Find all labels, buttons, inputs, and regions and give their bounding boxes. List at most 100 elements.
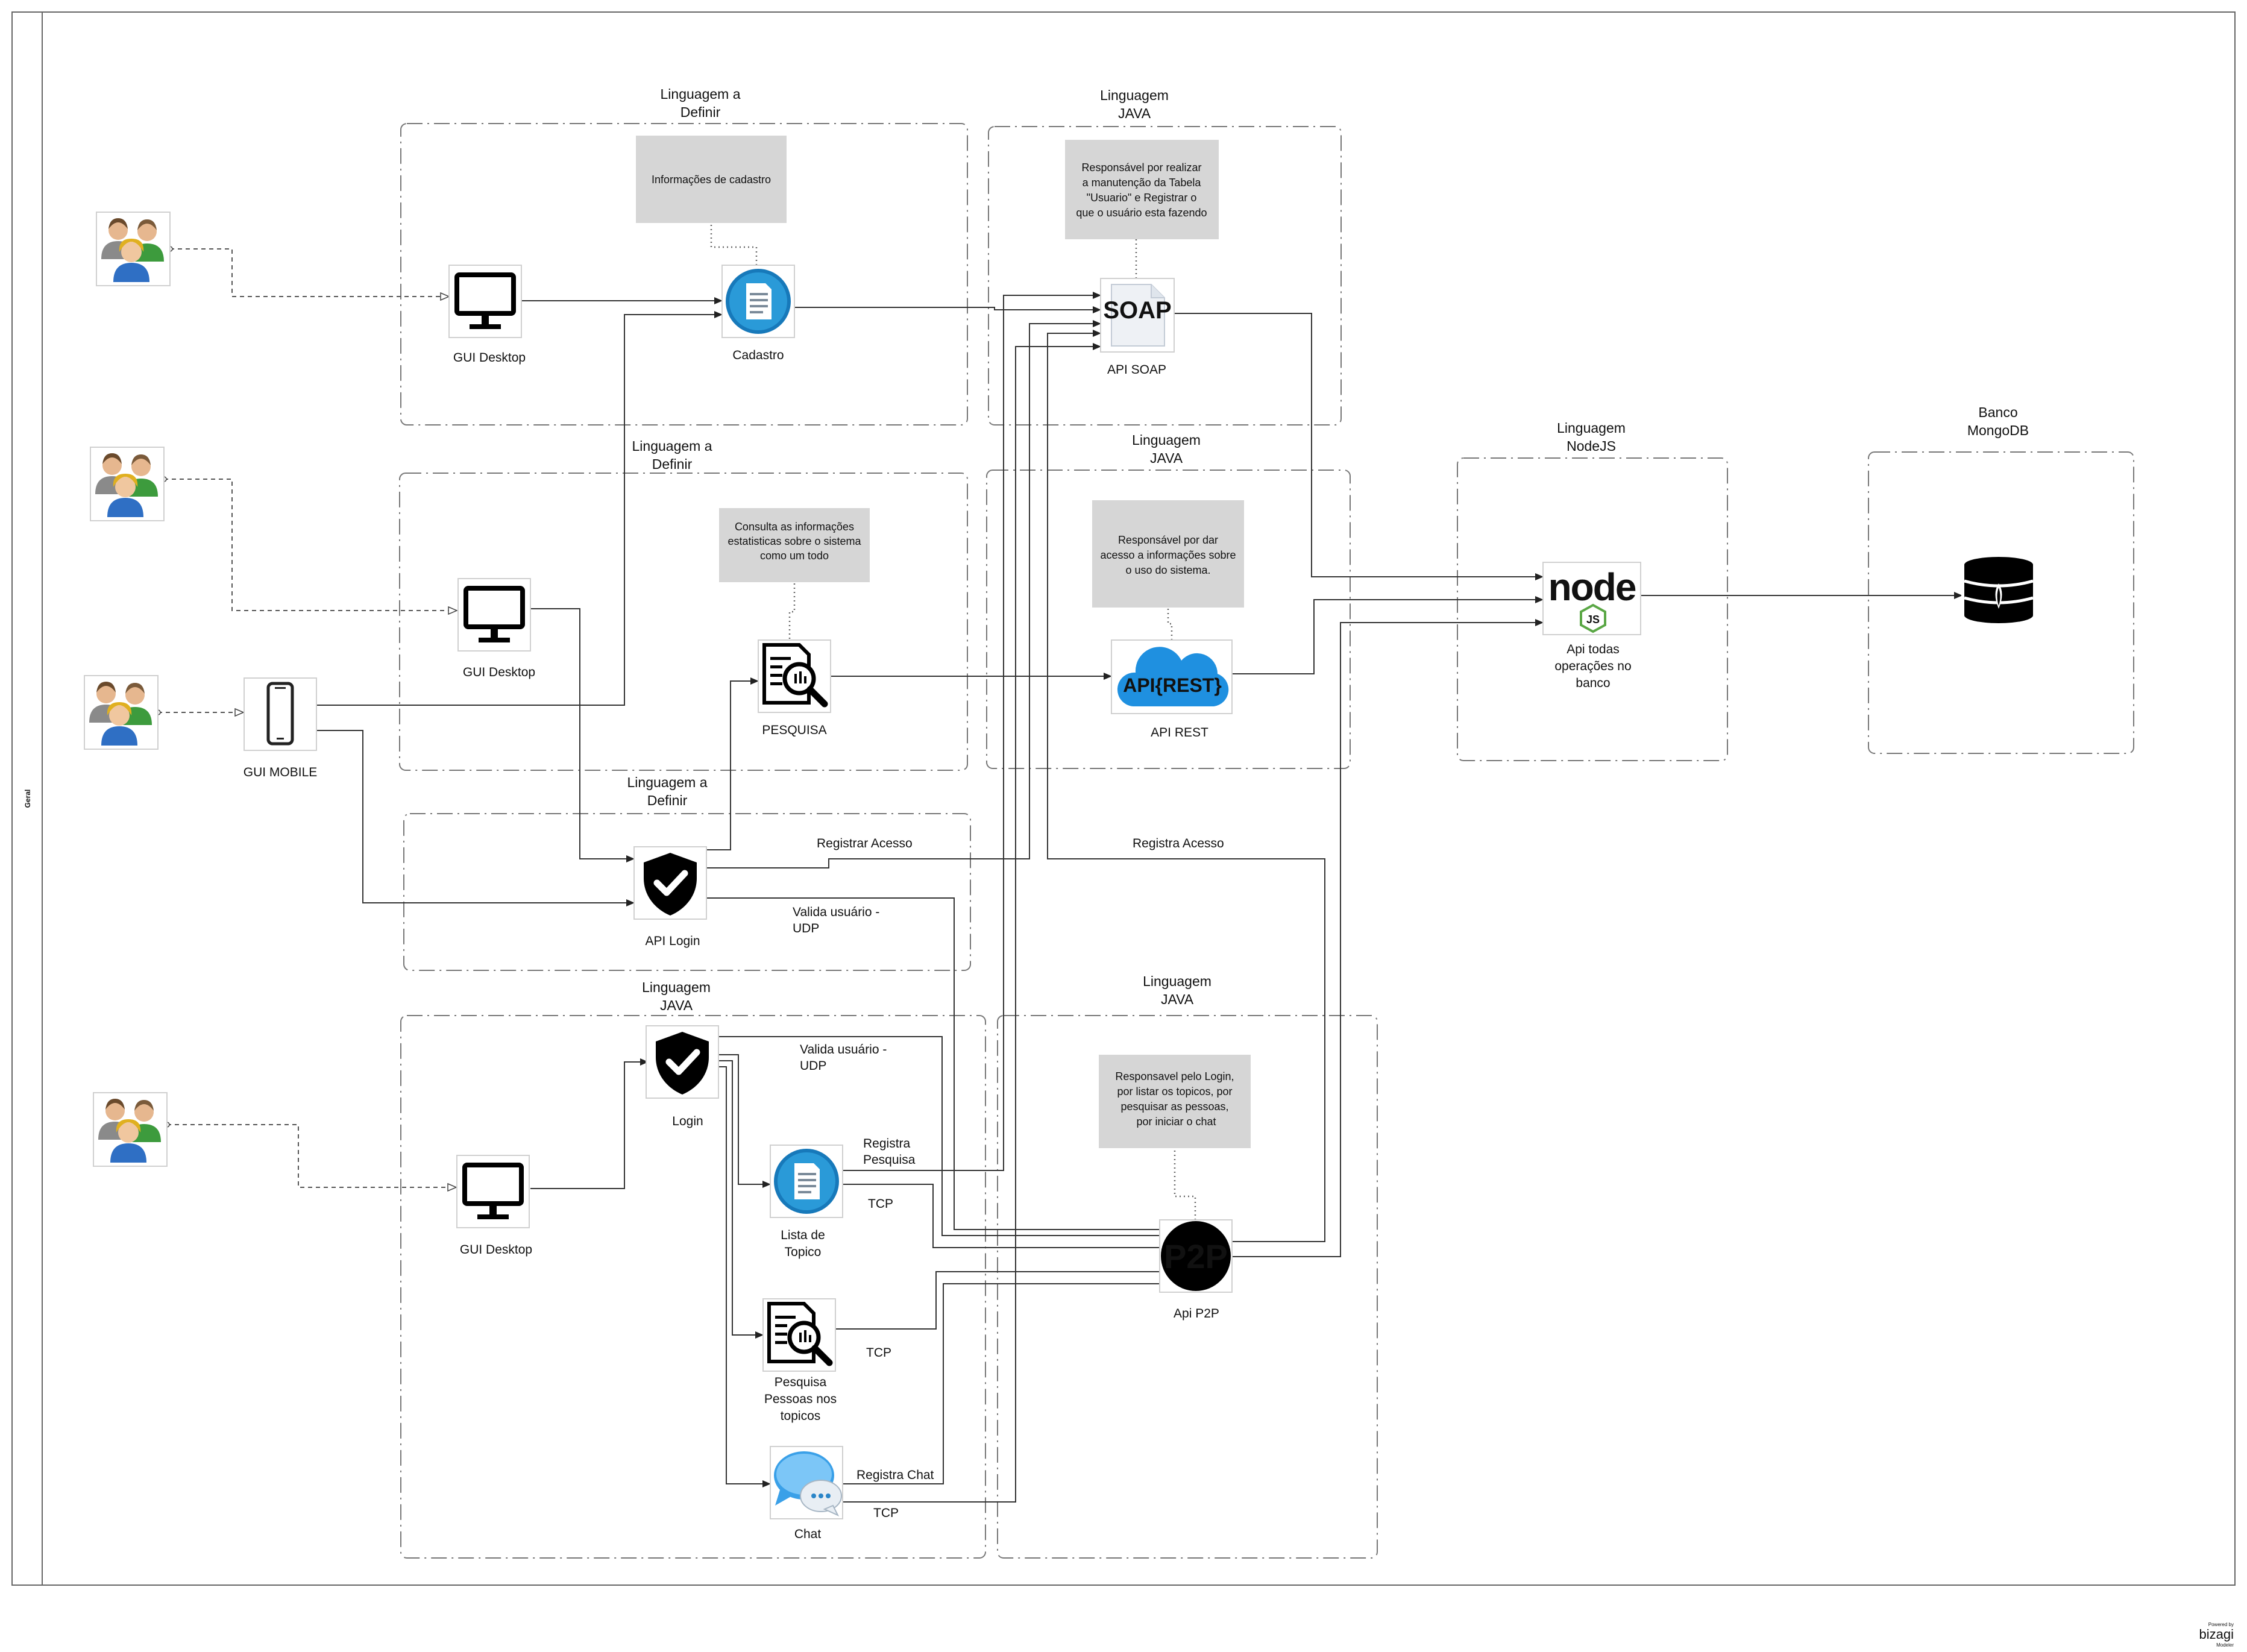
svg-text:node: node (1548, 565, 1636, 609)
flow-login-lista (717, 1054, 771, 1188)
smartphone-icon[interactable] (244, 677, 317, 751)
users-group-icon (90, 447, 165, 521)
svg-text:P2P: P2P (1164, 1237, 1228, 1275)
bizagi-watermark: Powered by bizagi Modeler (2199, 1622, 2234, 1648)
flow-lista-soap (843, 292, 1101, 1171)
label-api-soap: API SOAP (1107, 363, 1166, 377)
p2p-badge-icon[interactable]: P2P (1159, 1219, 1233, 1293)
users-group-icon (93, 1092, 168, 1167)
label-gui-mobile: GUI MOBILE (244, 765, 318, 779)
edge-label-valida-udp-2: Valida usuário -UDP (800, 1043, 887, 1073)
edge-label-tcp-2: TCP (866, 1346, 891, 1360)
chat-bubbles-icon[interactable] (770, 1446, 843, 1519)
monitor-icon[interactable] (458, 579, 530, 651)
label-api-rest: API REST (1151, 726, 1208, 740)
svg-text:JS: JS (1586, 614, 1600, 626)
monitor-icon[interactable] (449, 265, 521, 338)
svg-text:SOAP: SOAP (1103, 297, 1171, 324)
note-p2p-box (1099, 1055, 1251, 1148)
flow-pesquisa-pessoas-p2p (835, 1268, 1171, 1330)
monitor-icon[interactable] (457, 1155, 529, 1228)
users-group-icon (84, 675, 159, 750)
users-group-icon (96, 212, 171, 286)
note-p2p: Responsavel pelo Login,por listar os top… (1115, 1070, 1234, 1128)
search-document-icon[interactable] (758, 640, 831, 712)
watermark-product: Modeler (2216, 1642, 2234, 1648)
pool-frame (11, 11, 2236, 1586)
flow-chat-p2p (843, 1280, 1171, 1484)
watermark-brand: bizagi (2199, 1627, 2234, 1642)
edge-label-registra-chat: Registra Chat (856, 1468, 934, 1482)
zone-rest (986, 470, 1351, 769)
zone-login (403, 813, 971, 971)
flow-p2p-node (1232, 619, 1544, 1257)
flow-p2p-soap-registra (1047, 330, 1325, 1242)
zone-p2p-clients (400, 1015, 986, 1559)
note-rest-link (1167, 608, 1173, 640)
api-rest-cloud-icon[interactable]: API{REST} (1111, 639, 1233, 714)
document-icon[interactable] (721, 265, 795, 338)
flow-login-pesquisa (706, 677, 759, 850)
note-soap-box (1065, 140, 1219, 239)
label-api-login: API Login (645, 934, 700, 948)
flow-mobile-login (316, 730, 635, 906)
connectors (316, 292, 1963, 1503)
shield-check-icon[interactable] (646, 1026, 718, 1098)
assoc-users2-desktop2 (164, 479, 457, 611)
shield-check-icon[interactable] (634, 847, 706, 919)
svg-text:API{REST}: API{REST} (1123, 674, 1222, 696)
note-pesquisa-link (788, 582, 796, 639)
zone-p2p (997, 1015, 1378, 1559)
flow-lista-p2p (843, 1184, 1171, 1251)
edge-label-registra-acesso: Registra Acesso (1133, 837, 1224, 850)
flow-rest-node (1231, 596, 1544, 674)
assoc-users1-desktop1 (170, 249, 449, 297)
zone-pesquisa (399, 473, 968, 771)
flow-login-p2p (717, 1036, 1171, 1239)
zone-cadastro (400, 123, 968, 426)
flow-login-pesquisa-pessoas (717, 1060, 764, 1339)
flow-cadastro-soap (794, 306, 1101, 313)
flow-chat-soap (843, 343, 1101, 1503)
note-p2p-link (1174, 1148, 1196, 1220)
flow-desktop3-login (530, 1058, 649, 1189)
search-document-icon[interactable] (763, 1299, 835, 1371)
zone-soap (988, 126, 1342, 426)
edge-label-tcp-3: TCP (873, 1506, 899, 1520)
label-gui-desktop-3: GUI Desktop (460, 1243, 532, 1257)
zone-mongo (1868, 451, 2134, 754)
edge-label-tcp-1: TCP (868, 1197, 893, 1211)
assoc-users4-desktop3 (167, 1125, 456, 1187)
nodejs-logo-icon[interactable]: node JS (1542, 562, 1641, 635)
document-icon[interactable] (770, 1145, 843, 1218)
zone-node (1457, 457, 1728, 761)
label-api-p2p: Api P2P (1174, 1307, 1219, 1321)
flow-login-soap (706, 320, 1101, 868)
label-gui-desktop-1: GUI Desktop (453, 351, 526, 365)
note-pesquisa-box (719, 508, 870, 582)
label-chat: Chat (794, 1527, 822, 1541)
mongodb-database-icon[interactable] (1961, 554, 2036, 629)
soap-file-icon[interactable]: SOAP (1100, 278, 1175, 353)
label-cadastro: Cadastro (732, 348, 784, 362)
flow-desktop2-login (530, 608, 635, 862)
flow-mobile-cadastro (316, 311, 723, 706)
note-rest-box (1092, 500, 1244, 608)
label-login: Login (672, 1114, 703, 1128)
